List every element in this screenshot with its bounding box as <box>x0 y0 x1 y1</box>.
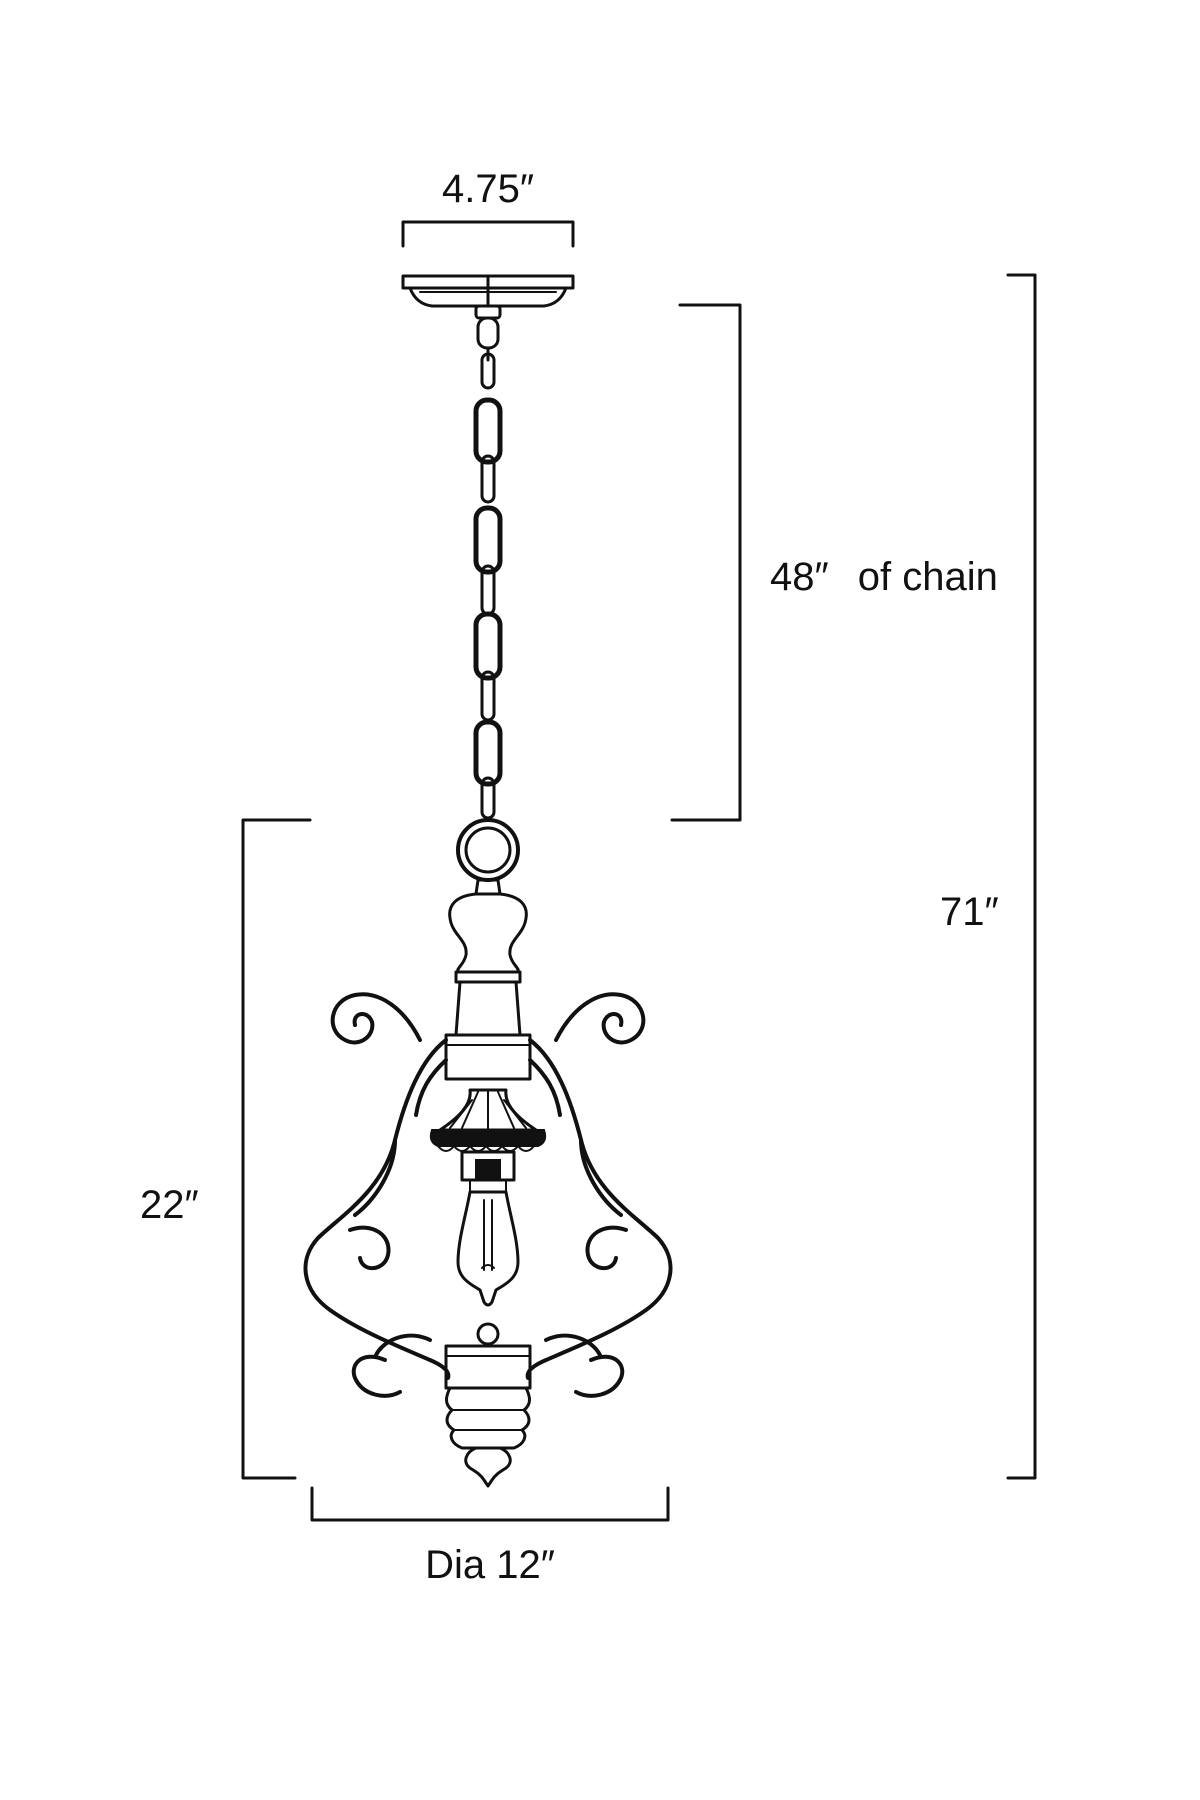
center-column <box>444 878 532 1081</box>
chain-length-suffix: of chain <box>858 555 998 599</box>
body-height-bracket <box>241 818 312 1480</box>
edison-bulb <box>456 1190 520 1307</box>
overall-height-label: 71″ <box>940 890 999 934</box>
overall-height-bracket <box>1006 273 1037 1480</box>
chain <box>473 352 503 820</box>
chain-length-value: 48″ <box>770 555 829 599</box>
top-ring <box>456 818 520 882</box>
left-scroll-arm <box>303 992 451 1398</box>
chain-swivel <box>474 304 502 362</box>
body-height-label: 22″ <box>140 1183 199 1227</box>
canopy-width-bracket <box>401 220 575 248</box>
right-scroll-arm <box>525 992 673 1398</box>
diameter-label: Dia 12″ <box>425 1543 555 1587</box>
chain-length-bracket <box>670 303 742 822</box>
canopy <box>401 274 575 308</box>
socket-cup <box>429 1088 547 1152</box>
canopy-width-label: 4.75″ <box>442 167 534 211</box>
diameter-bracket <box>310 1486 670 1522</box>
bulb-socket <box>460 1150 516 1193</box>
pendant-lantern-illustration <box>303 274 673 1488</box>
bottom-finial <box>444 1322 532 1488</box>
chain-length-label: 48″ of chain <box>770 555 998 599</box>
